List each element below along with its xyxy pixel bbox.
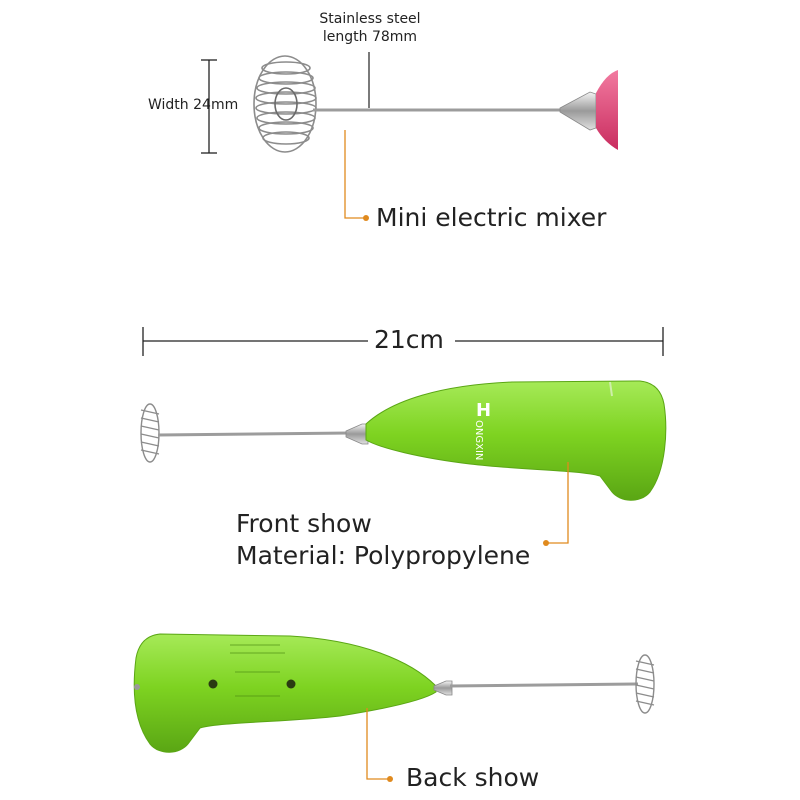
front-show-line1: Front show <box>236 509 372 538</box>
chrome-collar <box>559 91 597 131</box>
front-material-line: Material: Polypropylene <box>236 541 531 570</box>
total-length-label: 21cm <box>374 325 444 354</box>
mini-mixer-label: Mini electric mixer <box>376 203 607 232</box>
front-show-label: Front show Material: Polypropylene <box>236 508 530 572</box>
whisk-coil-icon <box>635 654 655 714</box>
front-mixer: H ONGXIN <box>140 380 667 546</box>
svg-text:H: H <box>476 400 491 421</box>
steel-length-line1: Stainless steel <box>319 11 421 27</box>
mixer-handle-icon <box>596 70 618 150</box>
back-mixer <box>133 633 655 782</box>
brand-logo: H ONGXIN <box>473 400 491 460</box>
steel-length-label: Stainless steel length 78mm <box>300 10 440 46</box>
mixer-handle-icon <box>365 380 667 501</box>
back-label-print <box>230 644 285 697</box>
whisk-coil-icon <box>140 403 160 463</box>
width-dimension <box>201 59 217 154</box>
width-label: Width 24mm <box>148 97 239 113</box>
length-dimension <box>142 327 664 356</box>
whisk-coil-icon <box>253 55 317 153</box>
top-whisk <box>201 52 618 221</box>
mixer-handle-icon <box>133 633 437 753</box>
svg-text:ONGXIN: ONGXIN <box>473 420 484 460</box>
mini-mixer-leader <box>344 130 366 219</box>
steel-length-line2: length 78mm <box>322 29 418 45</box>
back-show-label: Back show <box>406 763 540 792</box>
